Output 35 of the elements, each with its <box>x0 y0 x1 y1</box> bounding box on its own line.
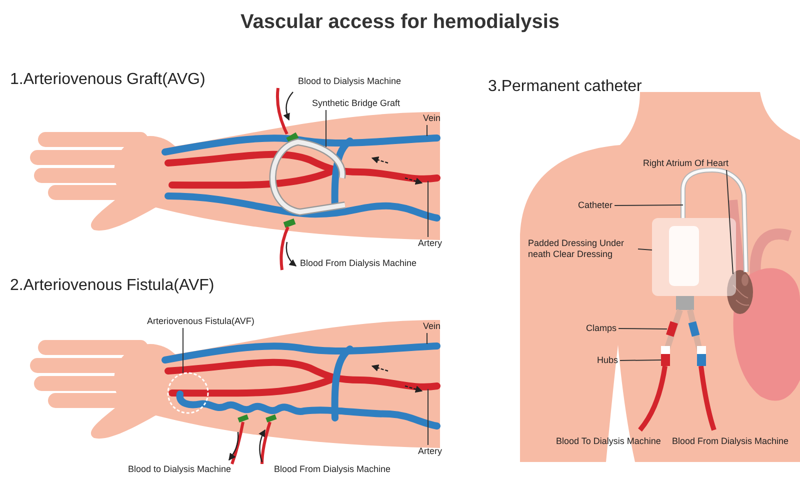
leader-line <box>614 204 684 206</box>
part-label: Vein <box>423 113 441 124</box>
graft-tube <box>269 138 346 216</box>
heart-atrium <box>727 270 753 314</box>
part-label: Hubs <box>597 355 618 366</box>
part-label: Artery <box>418 238 442 249</box>
section-heading: 1.Arteriovenous Graft(AVG) <box>10 70 206 89</box>
leader-line <box>618 328 668 330</box>
leader-line <box>182 328 184 374</box>
diagram-title: Vascular access for hemodialysis <box>240 10 560 34</box>
part-label: Clamps <box>586 323 617 334</box>
leader-line <box>426 332 428 344</box>
flow-label: Blood From Dialysis Machine <box>300 258 417 269</box>
flow-label: Blood To Dialysis Machine <box>556 436 661 447</box>
flow-label: Blood to Dialysis Machine <box>298 76 402 87</box>
leader-line <box>638 248 652 250</box>
part-label: Padded Dressing Under neath Clear Dressing <box>528 238 636 260</box>
section-heading: 2.Arteriovenous Fistula(AVF) <box>10 276 214 295</box>
part-label: Synthetic Bridge Graft <box>312 98 400 109</box>
part-label: Right Atrium Of Heart <box>643 158 729 169</box>
leader-line <box>620 360 662 361</box>
dressing-pad <box>652 218 736 296</box>
part-label: Catheter <box>578 200 613 211</box>
hub-pair <box>661 346 706 366</box>
part-label: Arteriovenous Fistula(AVF) <box>147 316 254 327</box>
flow-label: Blood to Dialysis Machine <box>128 464 232 475</box>
clamp-pair <box>666 321 700 337</box>
section-heading: 3.Permanent catheter <box>488 77 642 96</box>
part-label: Artery <box>418 446 442 457</box>
flow-label: Blood From Dialysis Machine <box>672 436 789 447</box>
flow-label: Blood From Dialysis Machine <box>274 464 391 475</box>
catheter-tube <box>680 168 748 272</box>
part-label: Vein <box>423 321 441 332</box>
fistula-circle <box>167 372 209 414</box>
leader-line <box>426 124 428 136</box>
